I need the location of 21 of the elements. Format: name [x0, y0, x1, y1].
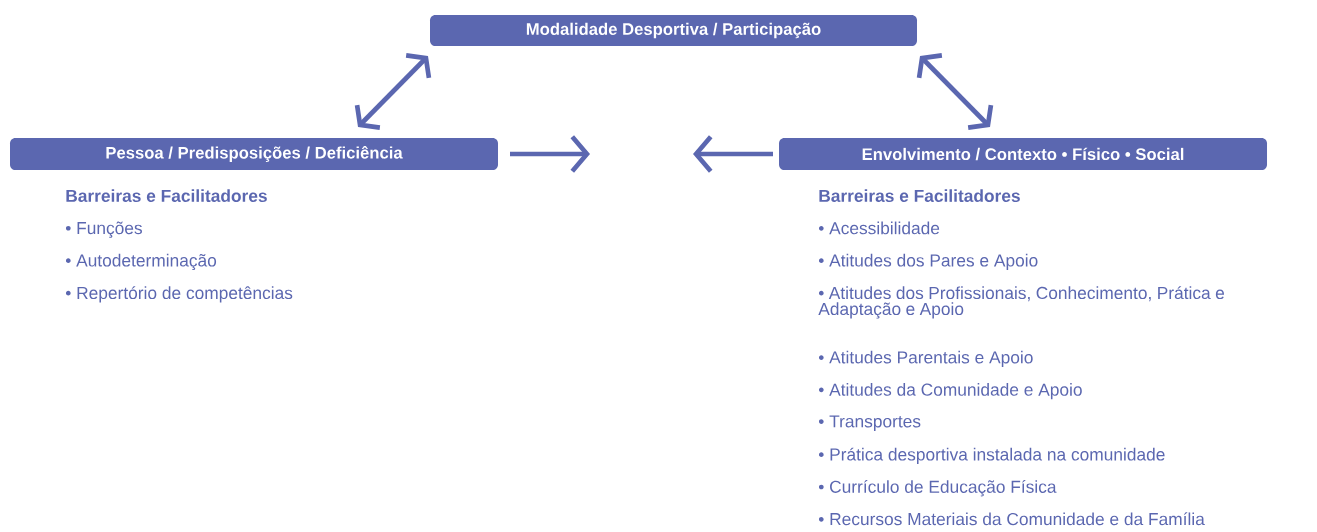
list-item: • Atitudes Parentais e Apoio: [818, 350, 1033, 367]
list-item: • Autodeterminação: [65, 253, 217, 271]
arrow: [510, 135, 590, 173]
list-item: • Currículo de Educação Física: [818, 480, 1057, 497]
list-item: • Recursos Materiais da Comunidade e da Família: [818, 512, 1205, 526]
label-box: Modalidade Desportiva / Participação: [430, 15, 917, 46]
list-item: • Repertório de competências: [65, 286, 293, 303]
double-arrow: [354, 53, 432, 130]
list-item: • Atitudes dos Pares e Apoio: [818, 253, 1038, 271]
list-item: • Atitudes da Comunidade e Apoio: [818, 383, 1082, 400]
label-box: Envolvimento / Contexto • Físico • Social: [779, 138, 1267, 170]
label-box: Pessoa / Predisposições / Deficiência: [10, 138, 498, 170]
list-item: • Atitudes dos Profissionais, Conhecimento, Prática e Adaptação e Apoio: [818, 286, 1224, 319]
list-heading: Barreiras e Facilitadores: [66, 189, 267, 202]
arrow: [693, 135, 773, 173]
list-heading: Barreiras e Facilitadores: [819, 189, 1020, 202]
list-item: • Acessibilidade: [818, 221, 940, 235]
list-item: • Funções: [65, 221, 142, 238]
list-item: • Prática desportiva instalada na comunidade: [818, 447, 1165, 465]
list-item: • Transportes: [818, 415, 921, 431]
double-arrow: [916, 53, 994, 130]
